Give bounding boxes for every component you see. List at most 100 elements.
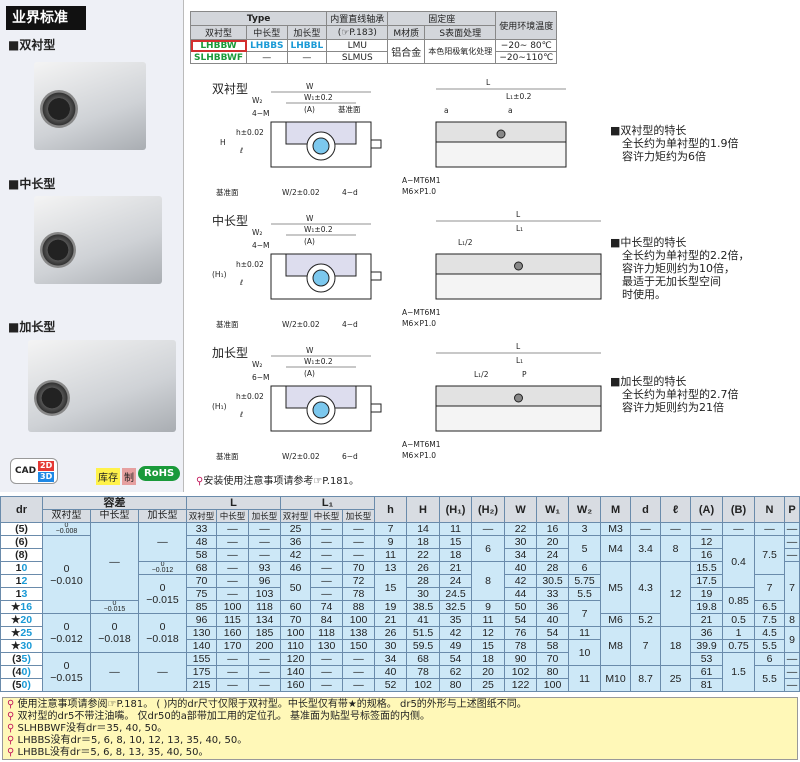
dimension-label: 基准面 xyxy=(216,452,239,461)
table-cell: — xyxy=(216,522,250,536)
dr-cell: (5) xyxy=(0,522,43,536)
table-cell: 51.5 xyxy=(406,626,441,640)
table-cell: 110 xyxy=(280,639,312,653)
dimension-label: A−MT6M1 xyxy=(402,176,441,185)
table-cell: M10 xyxy=(600,665,632,692)
type-lhbbl[interactable]: LHBBL xyxy=(286,39,328,52)
dimension-label: 4−M xyxy=(252,241,270,250)
table-cell: 78 xyxy=(342,587,376,601)
feature-line: 容许力矩则约为10倍， xyxy=(622,262,735,275)
table-cell: 72 xyxy=(342,574,376,588)
table-cell: 6 xyxy=(568,561,602,575)
table-cell: — xyxy=(248,665,282,679)
table-cell: 35 xyxy=(439,613,473,627)
table-cell: 3 xyxy=(568,522,602,536)
grease-nipple xyxy=(370,403,382,413)
table-cell: 22 xyxy=(406,548,441,562)
dimension-label: W₁±0.2 xyxy=(304,225,333,234)
type-lhbbs[interactable]: LHBBS xyxy=(246,39,288,52)
table-cell: 0.5 xyxy=(722,613,756,627)
dr-cell: ★25 xyxy=(0,626,43,640)
dimension-label: W₁±0.2 xyxy=(304,93,333,102)
caution-icon: ⚲ xyxy=(7,747,15,758)
dr-cell: (50) xyxy=(0,678,43,692)
dr-cell: 10 xyxy=(0,561,43,575)
table-cell: 0.4 xyxy=(722,535,756,588)
dimension-label: M6×P1.0 xyxy=(402,451,436,460)
table-cell: 80 xyxy=(536,665,570,679)
table-cell: 100 xyxy=(280,626,312,640)
surface-value: 本色阳极氧化处理 xyxy=(424,39,497,64)
type-slhbbwf[interactable]: SLHBBWF xyxy=(189,51,248,64)
table-cell: — xyxy=(137,652,188,692)
table-cell: 70 xyxy=(280,613,312,627)
col-dr: dr xyxy=(0,496,43,523)
grease-nipple xyxy=(370,139,382,149)
material-value: 铝合金 xyxy=(387,39,426,64)
table-cell: 0 −0.018 xyxy=(90,613,139,653)
table-cell: 90 xyxy=(504,652,538,666)
sub-long: 加长型 xyxy=(286,25,328,40)
feature-line: 容许力矩则约为21倍 xyxy=(622,401,724,414)
feature-line: 全长约为单衬型的2.7倍 xyxy=(622,388,739,401)
type-lhbbw[interactable]: LHBBW xyxy=(189,39,248,52)
table-cell: 150 xyxy=(342,639,376,653)
feature-title: ■加长型的特长 xyxy=(610,375,687,388)
cad-3d[interactable]: 3D xyxy=(38,472,55,482)
table-cell: 138 xyxy=(342,626,376,640)
col-header: d xyxy=(630,496,662,523)
table-cell: 46 xyxy=(280,561,312,575)
sub-page-ref[interactable]: (☞P.183) xyxy=(326,25,389,40)
note-text: SLHBBWF没有dr＝35, 40, 50。 xyxy=(17,723,168,734)
table-cell: 103 xyxy=(248,587,282,601)
bore-inner xyxy=(312,401,330,419)
feature-line: 最适于无加长型空间 xyxy=(622,275,721,288)
table-cell: 15 xyxy=(439,535,473,549)
table-cell: 32.5 xyxy=(439,600,473,614)
table-cell: 16 xyxy=(690,548,724,562)
table-cell: 80 xyxy=(439,678,473,692)
table-cell: 52 xyxy=(374,678,408,692)
install-note[interactable]: 安装使用注意事项请参考☞P.181。 xyxy=(203,476,360,487)
table-cell: 140 xyxy=(280,665,312,679)
table-cell: — xyxy=(471,522,506,536)
table-cell: 36 xyxy=(536,600,570,614)
table-cell: — xyxy=(216,652,250,666)
table-cell: 48 xyxy=(186,535,218,549)
table-cell: 68 xyxy=(406,652,441,666)
sub-header: 双衬型 xyxy=(186,509,218,523)
feature-title: ■双衬型的特长 xyxy=(610,124,687,137)
table-cell: 96 xyxy=(186,613,218,627)
table-cell: 28 xyxy=(536,561,570,575)
dimension-label: W/2±0.02 xyxy=(282,320,320,329)
mount-header: 固定座 xyxy=(387,11,497,26)
table-cell: 8 xyxy=(660,535,692,562)
table-cell: M6 xyxy=(600,613,632,627)
feature-double: ■双衬型的特长全长约为单衬型的1.9倍容许力矩约为6倍 xyxy=(610,124,739,163)
table-cell: — xyxy=(90,522,139,601)
col-header: (B) xyxy=(722,496,756,523)
table-cell: 54 xyxy=(504,613,538,627)
cad-badge[interactable]: CAD 2D 3D xyxy=(10,458,58,484)
grease-nipple xyxy=(370,271,382,281)
table-cell: 0 −0.008 xyxy=(42,522,91,536)
table-cell: 6.5 xyxy=(754,600,786,614)
table-cell: — xyxy=(784,535,800,549)
table-cell: — xyxy=(216,665,250,679)
caution-icon: ⚲ xyxy=(7,699,15,710)
cad-2d[interactable]: 2D xyxy=(38,461,55,471)
side-view-lower xyxy=(435,273,602,300)
table-cell: — xyxy=(342,522,376,536)
dimension-label: W/2±0.02 xyxy=(282,452,320,461)
table-cell: 18 xyxy=(439,548,473,562)
table-cell: 70 xyxy=(536,652,570,666)
table-cell: — xyxy=(342,665,376,679)
side-view-lower xyxy=(435,405,602,432)
temp-1: −20∼ 80℃ xyxy=(495,39,558,52)
table-cell: 15 xyxy=(471,639,506,653)
table-cell: 1 xyxy=(722,626,756,640)
table-cell: 0 −0.012 xyxy=(137,561,188,575)
